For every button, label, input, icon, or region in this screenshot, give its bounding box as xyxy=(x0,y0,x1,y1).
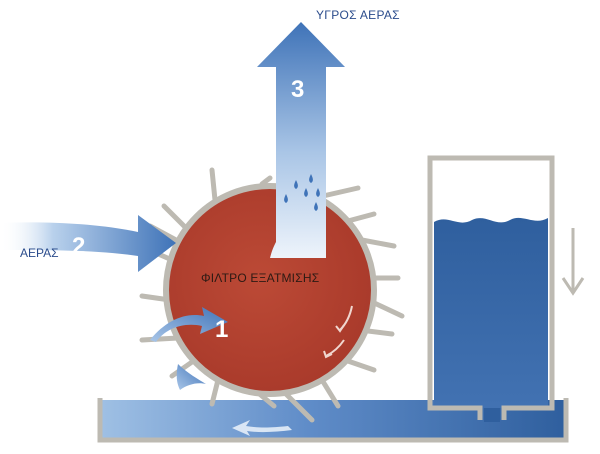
outlet-air-label: ΥΓΡΟΣ ΑΕΡΑΣ xyxy=(316,8,400,22)
water-droplet-icon xyxy=(284,174,320,211)
tank-outlet-pipe xyxy=(484,408,500,422)
water-tank-frame xyxy=(427,155,555,420)
water-splash-left xyxy=(176,364,206,390)
outlet-air-arrow xyxy=(257,22,345,258)
inlet-air-arrow xyxy=(0,215,176,272)
trough-frame xyxy=(97,398,569,443)
step-2-number: 2 xyxy=(72,233,86,260)
water-flow-arrow xyxy=(150,307,228,342)
rotation-arrows xyxy=(323,305,353,359)
arrow-down-icon xyxy=(561,228,585,296)
filter-wheel xyxy=(163,183,377,397)
step-3-number: 3 xyxy=(291,76,305,103)
step-1-number: 1 xyxy=(215,316,229,343)
trough-flow-arrow xyxy=(232,420,292,436)
filter-label: ΦΙΛΤΡΟ ΕΞΑΤΜΙΣΗΣ xyxy=(201,271,320,285)
inlet-air-label: ΑΕΡΑΣ xyxy=(20,246,59,260)
water-tank-water xyxy=(434,217,548,408)
